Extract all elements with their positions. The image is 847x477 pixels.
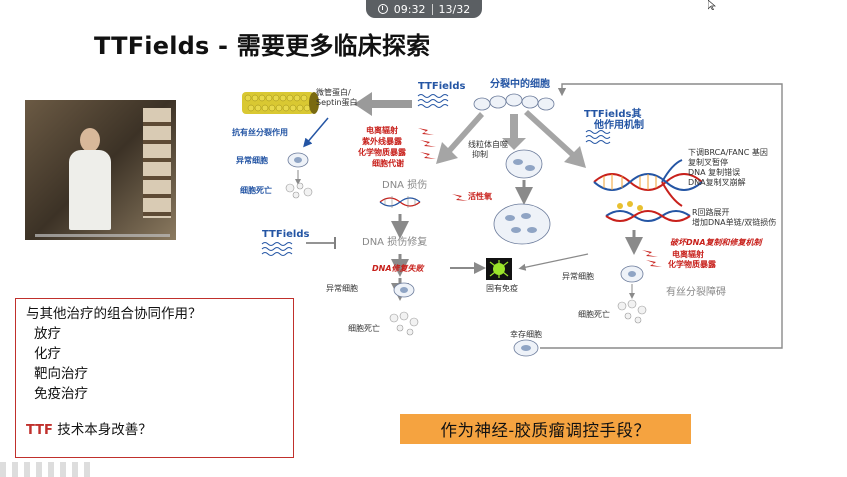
label-dna-repair: DNA 损伤修复 xyxy=(362,237,428,248)
label-fork-collapse: DNA复制叉崩解 xyxy=(688,178,746,187)
label-autophagy-2: 抑制 xyxy=(472,150,488,159)
ttf-suffix: 技术本身改善？ xyxy=(52,422,152,438)
label-cell-death-3: 细胞死亡 xyxy=(578,310,610,319)
toolbar-divider xyxy=(431,3,433,15)
label-cell-death-1: 细胞死亡 xyxy=(240,186,272,195)
time-readout: 09:32 xyxy=(393,2,426,16)
page-counter[interactable]: 13/32 xyxy=(438,2,471,16)
label-dna-damage: DNA 损伤 xyxy=(382,180,428,191)
label-antimitotic: 抗有丝分裂作用 xyxy=(232,128,288,137)
label-ionizing-2: 电离辐射 xyxy=(672,250,704,259)
arrow-down-left xyxy=(436,112,484,164)
label-ionizing: 电离辐射 xyxy=(366,126,398,135)
label-rloop: R回路展开 xyxy=(692,208,730,217)
label-chemical-2: 化学物质暴露 xyxy=(668,260,716,269)
label-chemical: 化学物质暴露 xyxy=(358,148,406,157)
therapy-list: 放疗 化疗 靶向治疗 免疫治疗 xyxy=(26,324,283,404)
ttf-prefix: TTF xyxy=(26,423,53,438)
label-mitotic-block: 有丝分裂障碍 xyxy=(666,287,726,298)
label-fork-pause: 复制叉暂停 xyxy=(688,158,728,167)
label-dividing-cells: 分裂中的细胞 xyxy=(490,79,550,90)
label-uv: 紫外线暴露 xyxy=(362,137,402,146)
clock-icon xyxy=(377,4,388,14)
label-copy-error: DNA 复制错误 xyxy=(688,168,741,177)
label-innate: 固有免疫 xyxy=(486,284,518,293)
speaker-photo xyxy=(25,100,176,240)
label-ttf-other-2: 他作用机制 xyxy=(594,120,644,131)
label-destroy-repair: 破坏DNA复制和修复机制 xyxy=(670,238,762,247)
arrow-left xyxy=(354,92,412,116)
dna-helix-center xyxy=(379,197,421,207)
mouse-cursor-icon xyxy=(708,0,716,10)
viewer-toolbar[interactable]: 09:32 13/32 xyxy=(366,0,482,18)
photo-caption xyxy=(35,234,170,237)
label-microtubule: 微管蛋白/ xyxy=(316,88,351,97)
questions-title: 与其他治疗的组合协同作用？ xyxy=(26,306,202,322)
list-item: 放疗 xyxy=(34,326,61,342)
label-survivor: 幸存细胞 xyxy=(510,330,542,339)
label-autophagy-1: 线粒体自噬 xyxy=(468,140,508,149)
diagram-graphics xyxy=(242,83,783,357)
lightning-icons xyxy=(418,128,662,267)
mechanism-diagram: TTFields 分裂中的细胞 微管蛋白/ Septin蛋白 抗有丝分裂作用 异… xyxy=(222,78,794,366)
label-abnormal-cell-2: 异常细胞 xyxy=(326,284,358,293)
label-ttf-other-1: TTFields其 xyxy=(584,109,642,120)
label-septin: Septin蛋白 xyxy=(316,98,358,107)
microtubule-graphic xyxy=(242,92,319,114)
list-item: 免疫治疗 xyxy=(34,386,88,402)
person-figure xyxy=(69,128,111,234)
field-waves-mid xyxy=(261,242,293,256)
label-ros: 活性氧 xyxy=(468,192,492,201)
label-cell-death-2: 细胞死亡 xyxy=(348,324,380,333)
dna-helix-right xyxy=(593,159,703,222)
list-item: 化疗 xyxy=(34,346,61,362)
label-ttfields-mid: TTFields xyxy=(262,229,310,240)
label-brca: 下调BRCA/FANC 基因 xyxy=(688,148,768,157)
watermark-dots xyxy=(0,462,90,477)
list-item: 靶向治疗 xyxy=(34,366,88,382)
arrow-down-right xyxy=(524,110,586,168)
field-waves-top xyxy=(417,94,449,108)
label-strand-break: 增加DNA单链/双链损伤 xyxy=(692,218,777,227)
slide-title: TTFields - 需要更多临床探索 xyxy=(94,32,431,60)
field-waves-right xyxy=(585,130,611,144)
label-ttfields-top: TTFields xyxy=(418,81,466,92)
ttf-question: TTF 技术本身改善？ xyxy=(26,418,283,438)
label-abnormal-cell-1: 异常细胞 xyxy=(236,156,268,165)
label-abnormal-cell-3: 异常细胞 xyxy=(562,272,594,281)
callout-box: 作为神经-胶质瘤调控手段？ xyxy=(400,414,691,444)
label-metabolism: 细胞代谢 xyxy=(372,159,404,168)
questions-box: 与其他治疗的组合协同作用？ 放疗 化疗 靶向治疗 免疫治疗 TTF 技术本身改善… xyxy=(15,298,294,458)
label-repair-fail: DNA修复失败 xyxy=(372,264,424,273)
bookshelf xyxy=(143,108,171,218)
